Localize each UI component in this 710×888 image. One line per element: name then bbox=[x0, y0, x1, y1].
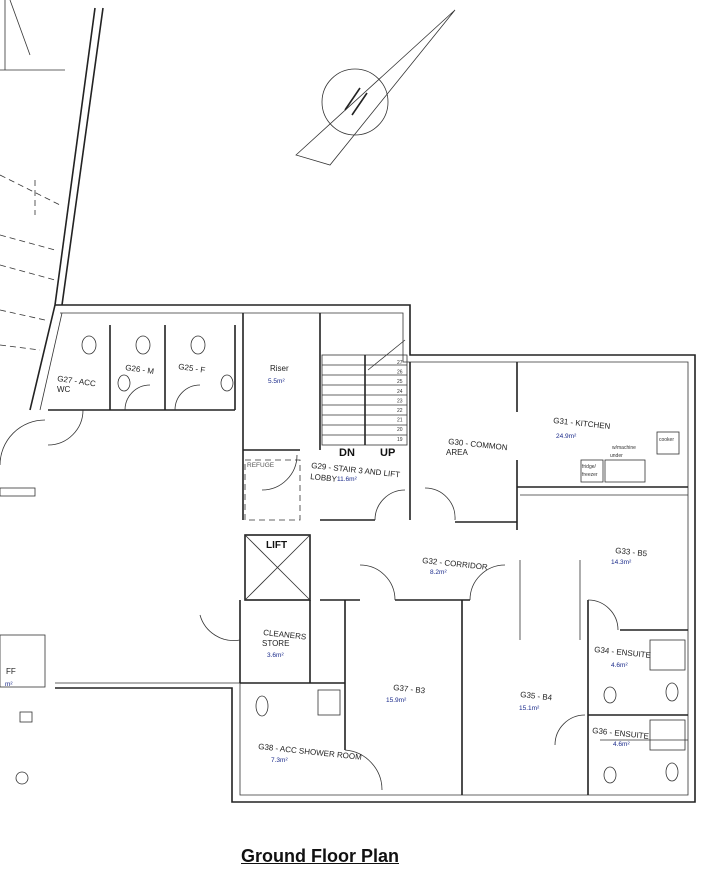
stair-up-label: UP bbox=[380, 447, 395, 459]
toilet-icon bbox=[603, 686, 617, 704]
room-g35-area: 15.1m² bbox=[519, 705, 540, 712]
room-g25-name: G25 - F bbox=[178, 362, 206, 375]
stair-step-number: 23 bbox=[397, 398, 403, 404]
room-g36-area: 4.6m² bbox=[613, 741, 630, 748]
room-g31-area: 24.9m² bbox=[556, 433, 577, 440]
room-cleaners-name: CLEANERS bbox=[263, 628, 307, 641]
drawing-title: Ground Floor Plan bbox=[241, 846, 399, 866]
fridge-label: fridge/ bbox=[582, 464, 597, 470]
room-g32-area: 8.2m² bbox=[430, 569, 447, 576]
room-riser-name: Riser bbox=[270, 364, 289, 373]
room-g33-area: 14.3m² bbox=[611, 559, 632, 566]
stair-step-number: 27 bbox=[397, 360, 403, 366]
shower-tray-icon bbox=[649, 639, 686, 671]
room-g34-area: 4.6m² bbox=[611, 662, 628, 669]
staircase: DN UP bbox=[321, 339, 408, 459]
refuge-area bbox=[244, 459, 301, 521]
toilet-icon bbox=[255, 695, 269, 717]
wmachine-label: w/machine bbox=[612, 445, 636, 451]
toilet-icon bbox=[603, 766, 617, 784]
stair-step-number: 25 bbox=[397, 379, 403, 385]
freezer-label: freezer bbox=[582, 472, 598, 478]
sink-icon bbox=[665, 682, 679, 702]
partial-room-area: m² bbox=[5, 681, 13, 688]
sink-unit-icon bbox=[604, 459, 646, 483]
toilet-icon bbox=[81, 335, 97, 355]
stair-step-number: 21 bbox=[397, 418, 403, 424]
lift-label: LIFT bbox=[266, 540, 287, 551]
room-g31-name: G31 - KITCHEN bbox=[553, 416, 611, 431]
sink-icon bbox=[665, 762, 679, 782]
room-g29-name2: LOBBY bbox=[310, 472, 338, 484]
stair-step-number: 22 bbox=[397, 408, 403, 414]
toilet-icon bbox=[135, 335, 151, 355]
stair-step-number: 19 bbox=[397, 437, 403, 443]
interior-walls bbox=[48, 313, 688, 795]
shower-tray-icon bbox=[649, 719, 686, 751]
room-g30-name2: AREA bbox=[446, 448, 468, 457]
room-g33-name: G33 - B5 bbox=[615, 546, 648, 558]
adjacent-building bbox=[0, 0, 104, 351]
room-g26-name: G26 - M bbox=[125, 363, 155, 376]
stair-down-label: DN bbox=[339, 447, 355, 459]
room-g36-name: G36 - ENSUITE bbox=[592, 726, 650, 741]
sink-icon bbox=[117, 374, 131, 392]
room-g37-area: 15.9m² bbox=[386, 697, 407, 704]
doors bbox=[47, 384, 619, 791]
shower-seat-icon bbox=[317, 689, 341, 716]
partial-room-name: FF bbox=[6, 667, 16, 676]
stair-step-number: 20 bbox=[397, 427, 403, 433]
cooker-icon bbox=[656, 431, 680, 455]
stair-step-number: 24 bbox=[397, 389, 403, 395]
refuge-label: REFUGE bbox=[247, 462, 275, 469]
room-g37-name: G37 - B3 bbox=[393, 683, 426, 695]
room-g35-name: G35 - B4 bbox=[520, 690, 553, 702]
room-g38-area: 7.3m² bbox=[271, 757, 288, 764]
sink-icon bbox=[220, 374, 234, 392]
toilet-icon bbox=[190, 335, 206, 355]
under-label: under bbox=[610, 453, 623, 459]
room-g27-name2: WC bbox=[57, 385, 71, 394]
north-arrow-icon bbox=[295, 9, 456, 166]
room-g34-name: G34 - ENSUITE bbox=[594, 645, 652, 660]
room-cleaners-area: 3.6m² bbox=[267, 652, 284, 659]
room-g29-area: 11.6m² bbox=[337, 476, 358, 483]
cooker-label: cooker bbox=[659, 437, 674, 443]
room-cleaners-name2: STORE bbox=[262, 639, 289, 648]
fixtures bbox=[0, 335, 686, 785]
fridge-icon bbox=[580, 459, 604, 483]
stair-step-number: 26 bbox=[397, 370, 403, 376]
outer-walls bbox=[0, 304, 696, 803]
room-riser-area: 5.5m² bbox=[268, 378, 285, 385]
